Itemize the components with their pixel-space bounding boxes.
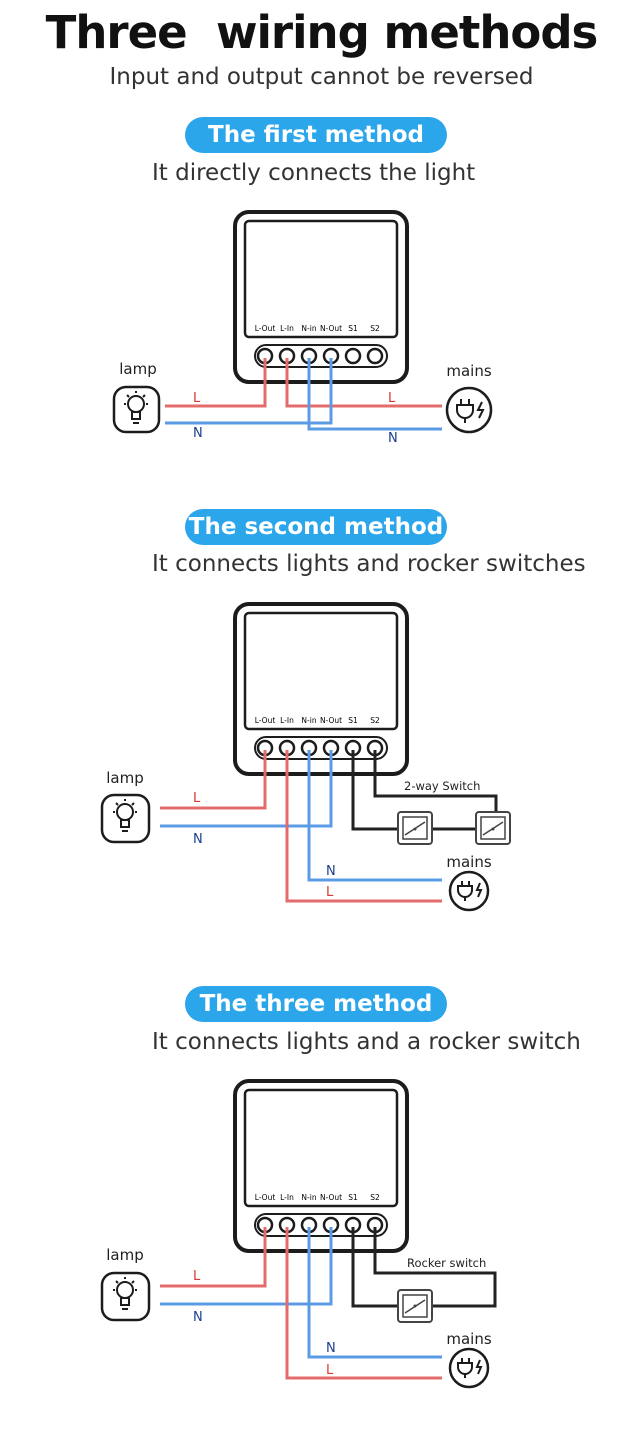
wire-s2-switch — [373, 1227, 497, 1308]
live-label: L — [326, 1363, 334, 1378]
lamp-label: lamp — [119, 360, 157, 378]
method-3-badge: The three method — [185, 986, 447, 1022]
terminal-label: S2 — [370, 324, 380, 333]
terminal-label: N-Out — [320, 324, 342, 333]
terminal-label: S1 — [348, 1193, 358, 1202]
method-2-description: It connects lights and rocker switches — [152, 551, 586, 577]
live-label: L — [193, 391, 201, 406]
live-label: L — [193, 791, 201, 806]
power-plug-icon — [448, 870, 490, 912]
terminal-label: L-In — [280, 1193, 294, 1202]
relay-module: L-Out L-In N-in N-Out S1 S2 — [233, 210, 409, 384]
terminal-label: L-In — [280, 716, 294, 725]
method-3-diagram: L-Out L-In N-in N-Out S1 S2 L N N L Rock… — [100, 1079, 497, 1389]
rocker-switch-icon — [475, 811, 511, 845]
neutral-label: N — [326, 1341, 336, 1356]
wire-neutral-lamp — [160, 1227, 333, 1306]
terminal-label: S1 — [348, 324, 358, 333]
switch-label: 2-way Switch — [404, 779, 480, 793]
live-label: L — [388, 391, 396, 406]
relay-module: L-Out L-In N-in N-Out S1 S2 — [233, 1079, 409, 1253]
light-bulb-icon — [112, 385, 161, 434]
method-1-badge: The first method — [185, 117, 447, 153]
wire-live-mains — [285, 750, 442, 903]
lamp-label: lamp — [106, 1246, 144, 1264]
page-subtitle: Input and output cannot be reversed — [109, 64, 534, 90]
neutral-label: N — [388, 431, 398, 446]
neutral-label: N — [326, 864, 336, 879]
rocker-switch-icon — [397, 811, 433, 845]
method-1-diagram: L-Out L-In N-in N-Out S1 S2 L N L N lamp — [112, 210, 493, 446]
wire-neutral-lamp — [165, 358, 333, 425]
wire-live-mains — [285, 1227, 442, 1380]
terminal-label: L-In — [280, 324, 294, 333]
mains-label: mains — [446, 853, 491, 871]
power-plug-icon — [445, 386, 493, 434]
wire-s1-switch — [351, 1227, 402, 1308]
wire-neutral-mains — [307, 1227, 442, 1359]
rocker-switch-icon — [397, 1289, 433, 1323]
wire-s1-switch — [351, 750, 402, 831]
neutral-label: N — [193, 832, 203, 847]
relay-module: L-Out L-In N-in N-Out S1 S2 — [233, 602, 409, 776]
wire-neutral-mains — [307, 750, 442, 882]
terminal-label: N-Out — [320, 716, 342, 725]
live-label: L — [326, 885, 334, 900]
wire-live-lamp — [160, 1227, 267, 1288]
terminal-label: N-Out — [320, 1193, 342, 1202]
switch-label: Rocker switch — [407, 1256, 486, 1270]
wire-neutral-lamp — [160, 750, 333, 828]
terminal-label: L-Out — [255, 324, 276, 333]
terminal-label: N-in — [301, 324, 316, 333]
power-plug-icon — [448, 1347, 490, 1389]
mains-label: mains — [446, 1330, 491, 1348]
method-1-description: It directly connects the light — [152, 160, 476, 186]
method-2-badge: The second method — [185, 509, 447, 545]
wire-live-lamp — [165, 358, 267, 408]
terminal-label: S2 — [370, 716, 380, 725]
mains-label: mains — [446, 362, 491, 380]
terminal-label: S2 — [370, 1193, 380, 1202]
lamp-label: lamp — [106, 769, 144, 787]
terminal-label: L-Out — [255, 716, 276, 725]
method-2-diagram: L-Out L-In N-in N-Out S1 S2 L N N L 2-wa… — [100, 602, 511, 912]
light-bulb-icon — [100, 793, 151, 844]
live-label: L — [193, 1269, 201, 1284]
light-bulb-icon — [100, 1271, 151, 1322]
terminal-label: S1 — [348, 716, 358, 725]
neutral-label: N — [193, 426, 203, 441]
page-title: Three wiring methods — [45, 6, 599, 59]
terminal-label: L-Out — [255, 1193, 276, 1202]
neutral-label: N — [193, 1310, 203, 1325]
method-3-description: It connects lights and a rocker switch — [152, 1029, 581, 1055]
wire-live-mains — [285, 358, 442, 408]
wire-neutral-mains — [307, 358, 442, 431]
terminal-label: N-in — [301, 1193, 316, 1202]
wire-live-lamp — [160, 750, 267, 810]
terminal-label: N-in — [301, 716, 316, 725]
